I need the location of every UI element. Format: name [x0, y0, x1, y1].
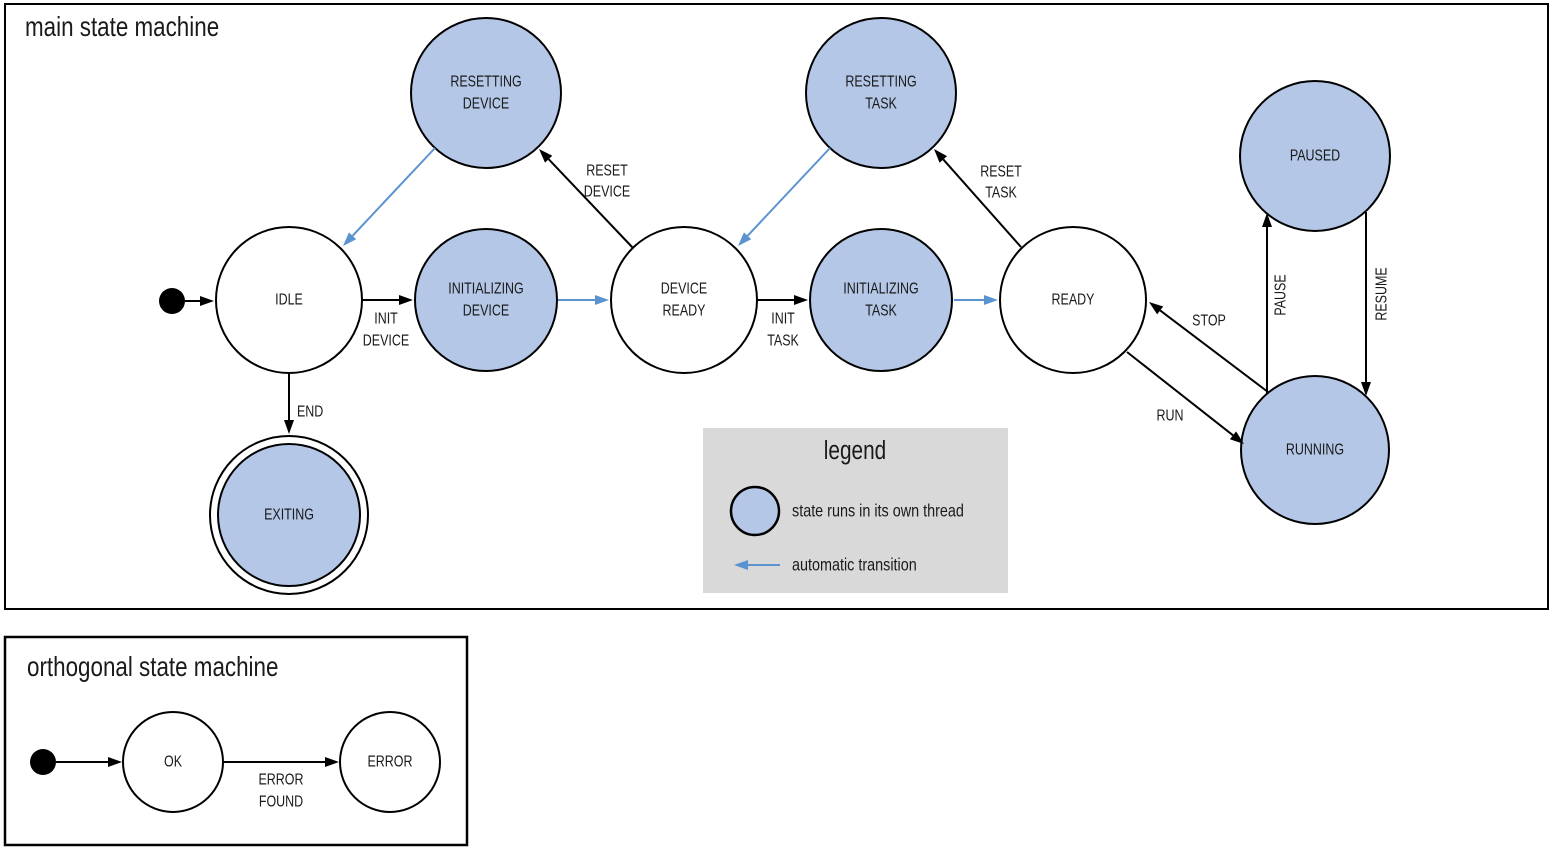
- state-ready: [999, 226, 1147, 374]
- state-initializing-task: [809, 228, 953, 372]
- transition-reset-task: [934, 149, 1022, 248]
- transition-auto-after-resetting-task: [738, 147, 831, 246]
- transition-start-main: [185, 296, 214, 306]
- legend-item-label: state runs in its own thread: [792, 501, 964, 521]
- state-running-label: RUNNING: [1286, 441, 1344, 459]
- transition-stop-line: [1159, 309, 1269, 393]
- transition-start-orthogonal: [56, 757, 122, 767]
- transition-init-task-arrowhead: [794, 295, 808, 305]
- transition-auto-after-initializing-task: [954, 295, 998, 305]
- transition-end-arrowhead: [284, 420, 294, 434]
- transition-run: [1126, 351, 1244, 444]
- transition-reset-device: [539, 149, 634, 249]
- state-device-ready: [610, 226, 758, 374]
- state-resetting-task-label: RESETTING: [845, 73, 916, 91]
- transition-end-label: END: [297, 403, 323, 421]
- state-initializing-device: [414, 228, 558, 372]
- transition-run-line: [1126, 351, 1234, 437]
- transition-reset-device-line: [547, 158, 634, 249]
- transition-resume: [1361, 212, 1371, 396]
- transition-start-main-arrowhead: [200, 296, 214, 306]
- transition-init-device: [362, 295, 413, 305]
- state-ok-label: OK: [164, 753, 182, 771]
- transition-error-found-label: ERROR: [258, 771, 303, 789]
- state-resetting-device: [410, 17, 562, 169]
- legend-auto-transition-arrow-arrowhead: [734, 560, 748, 570]
- transition-auto-after-initializing-task-arrowhead: [984, 295, 998, 305]
- transition-reset-task-label: TASK: [985, 184, 1017, 202]
- state-exiting-label: EXITING: [264, 506, 314, 524]
- transition-stop-label: STOP: [1192, 312, 1226, 330]
- transition-stop-arrowhead: [1149, 302, 1164, 315]
- transition-auto-after-resetting-device: [343, 147, 436, 246]
- transition-resume-label: RESUME: [1373, 267, 1391, 320]
- transition-reset-device-label: DEVICE: [584, 183, 630, 201]
- machine-box-orthogonal: [3, 635, 469, 847]
- legend-threaded-state-symbol: [729, 485, 781, 537]
- transition-reset-task-label: RESET: [980, 163, 1022, 181]
- transition-run-label: RUN: [1156, 407, 1183, 425]
- legend-title: legend: [824, 436, 886, 465]
- transition-resume-arrowhead: [1361, 382, 1371, 396]
- transition-reset-task-arrowhead: [934, 149, 948, 163]
- initial-state-dot-initial-orthogonal: [30, 749, 56, 775]
- transition-run-arrowhead: [1229, 431, 1244, 444]
- transition-auto-after-resetting-device-line: [351, 147, 436, 237]
- state-initializing-task-label: TASK: [865, 302, 897, 320]
- state-error: [339, 711, 441, 813]
- transition-pause: [1262, 213, 1272, 394]
- transition-reset-task-line: [942, 158, 1022, 248]
- transition-stop: [1149, 302, 1269, 393]
- state-resetting-task: [805, 17, 957, 169]
- state-exiting: [217, 443, 361, 587]
- transition-error-found: [223, 757, 339, 767]
- transition-auto-after-resetting-device-arrowhead: [343, 232, 357, 246]
- state-paused-label: PAUSED: [1290, 147, 1340, 165]
- state-initializing-device-label: DEVICE: [463, 302, 509, 320]
- state-resetting-device-label: RESETTING: [450, 73, 521, 91]
- transition-end: [284, 373, 294, 434]
- machine-title-main: main state machine: [25, 12, 219, 43]
- transition-init-device-label: DEVICE: [363, 332, 409, 350]
- state-error-label: ERROR: [367, 753, 412, 771]
- state-idle-label: IDLE: [275, 291, 303, 309]
- transition-reset-device-label: RESET: [586, 162, 628, 180]
- initial-state-dot-initial-main: [159, 288, 185, 314]
- state-initializing-task-label: INITIALIZING: [843, 280, 918, 298]
- transition-auto-after-initializing-device: [558, 295, 609, 305]
- state-device-ready-label: READY: [663, 302, 706, 320]
- transition-auto-after-resetting-task-arrowhead: [738, 232, 752, 246]
- transition-error-found-arrowhead: [325, 757, 339, 767]
- transition-init-device-label: INIT: [374, 310, 398, 328]
- transition-auto-after-resetting-task-line: [746, 147, 831, 237]
- transition-pause-label: PAUSE: [1272, 274, 1290, 315]
- state-resetting-device-label: DEVICE: [463, 95, 509, 113]
- transition-init-task-label: TASK: [767, 332, 799, 350]
- state-paused: [1239, 80, 1391, 232]
- legend-auto-transition-arrow: [734, 560, 780, 570]
- transition-init-device-arrowhead: [399, 295, 413, 305]
- transition-pause-arrowhead: [1262, 213, 1272, 227]
- state-ready-label: READY: [1052, 291, 1095, 309]
- transition-start-orthogonal-arrowhead: [108, 757, 122, 767]
- legend-item-label: automatic transition: [792, 555, 917, 575]
- transition-error-found-label: FOUND: [259, 793, 303, 811]
- state-resetting-task-label: TASK: [865, 95, 897, 113]
- machine-title-orthogonal: orthogonal state machine: [27, 652, 278, 683]
- machine-box-main: [4, 3, 1549, 610]
- transition-init-task-label: INIT: [771, 310, 795, 328]
- state-initializing-device-label: INITIALIZING: [448, 280, 523, 298]
- transition-auto-after-initializing-device-arrowhead: [595, 295, 609, 305]
- state-running: [1240, 375, 1390, 525]
- transition-init-task: [757, 295, 808, 305]
- state-device-ready-label: DEVICE: [661, 280, 707, 298]
- transition-reset-device-arrowhead: [539, 149, 553, 163]
